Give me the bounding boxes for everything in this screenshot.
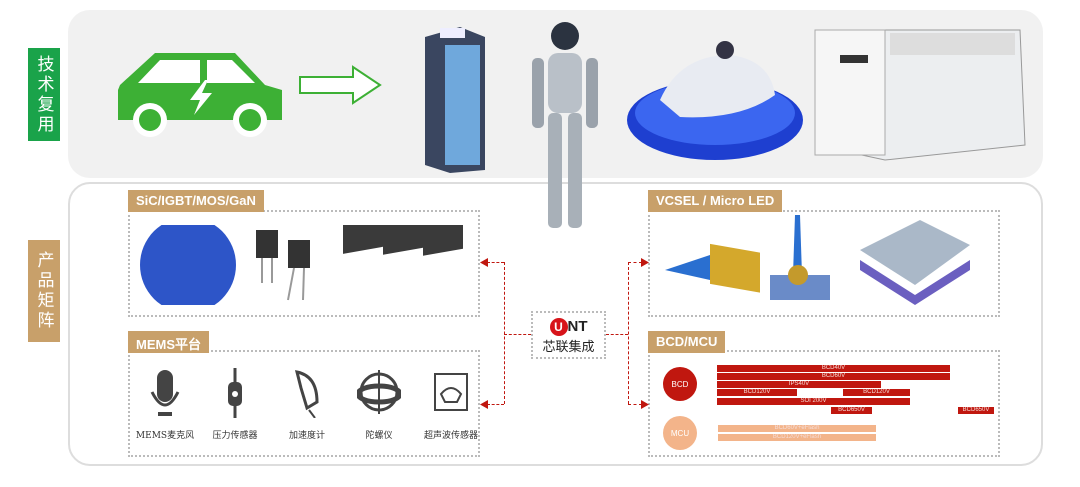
bcd-bar: BCD650V (958, 407, 994, 414)
energy-storage-cabinet-image (814, 29, 1026, 161)
pressure-sensor-icon (228, 368, 242, 418)
arrow-right-icon (299, 65, 382, 105)
transistor-image (256, 230, 310, 268)
ultrasonic-sensor-icon (434, 373, 468, 411)
mcu-circle: MCU (663, 416, 697, 450)
connector-line (628, 262, 642, 263)
electric-car-icon (118, 53, 282, 137)
power-devices-label: SiC/IGBT/MOS/GaN (128, 190, 264, 212)
mems-microphone: MEMS麦克风 (130, 368, 200, 441)
rocket-icon (294, 370, 319, 418)
connector-line (628, 262, 629, 404)
company-name: 芯联集成 (542, 339, 595, 354)
autonomous-car-image (627, 41, 803, 160)
gyroscope-icon (357, 370, 401, 414)
mems-accelerometer: 加速度计 (272, 368, 342, 441)
bcd-circle: BCD (663, 367, 697, 401)
arrowhead-right-icon (641, 400, 649, 409)
mems-label: MEMS平台 (128, 331, 210, 353)
mems-pressure-sensor: 压力传感器 (200, 368, 270, 441)
arrowhead-left-icon (480, 400, 488, 409)
bcd-bar: BCD120V (843, 389, 910, 396)
unt-logo-mark: U (549, 318, 568, 336)
product-matrix-tag: 产品矩阵 (28, 240, 60, 342)
power-devices-images (140, 225, 463, 305)
server-rack-icon (425, 27, 485, 173)
mcu-bar: BCD60V+eFlash (718, 425, 876, 432)
bcd-bar: BCD650V (831, 407, 872, 414)
arrowhead-left-icon (480, 258, 488, 267)
bcd-bar: BCD40V (717, 365, 950, 372)
wafer-image (140, 225, 236, 305)
mems-ultrasonic-sensor: 超声波传感器 (416, 368, 486, 441)
bcd-bar: IPS40V (717, 381, 881, 388)
bcd-bar: SOI 200V (717, 398, 910, 405)
humanoid-robot-image (532, 22, 598, 228)
power-module-image (343, 225, 463, 256)
vcsel-label: VCSEL / Micro LED (648, 190, 783, 212)
connector-line (606, 334, 628, 335)
connector-line (504, 334, 531, 335)
vcsel-box (648, 210, 1000, 317)
connector-line (628, 404, 642, 405)
mcu-bar: BCD120V+eFlash (718, 434, 876, 441)
arrowhead-right-icon (641, 258, 649, 267)
connector-line (487, 262, 504, 263)
connector-line (487, 404, 504, 405)
tech-reuse-tag: 技术复用 (28, 48, 60, 141)
bcd-mcu-box (648, 350, 1000, 457)
connector-line (504, 262, 505, 404)
laser-beam (665, 255, 710, 280)
microphone-icon (150, 370, 180, 416)
mems-box (128, 350, 480, 457)
power-devices-box (128, 210, 480, 317)
vcsel-microled-images (665, 215, 970, 305)
mems-gyroscope: 陀螺仪 (344, 368, 414, 441)
bcd-bar: BCD60V (717, 373, 950, 380)
bcd-bar: BCD120V (717, 389, 797, 396)
bcd-mcu-label: BCD/MCU (648, 331, 726, 353)
